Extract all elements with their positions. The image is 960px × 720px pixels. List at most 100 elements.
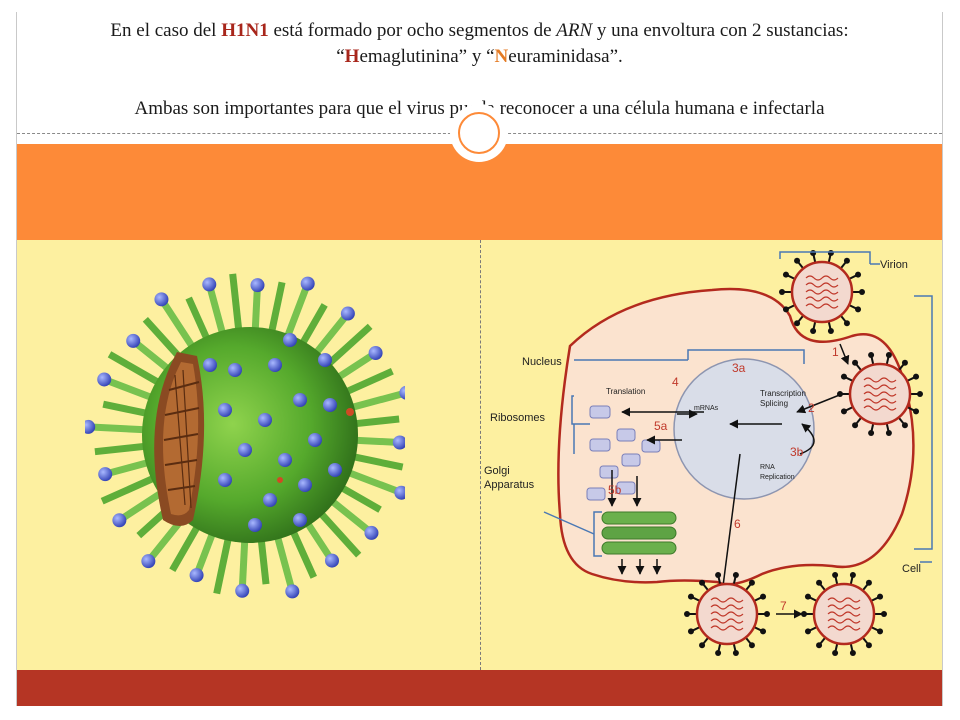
surface-protein-head bbox=[228, 363, 242, 377]
neuraminidase-head bbox=[300, 276, 315, 291]
hemagglutinin-spike bbox=[347, 452, 404, 471]
label-mrnas: mRNAs bbox=[694, 405, 719, 412]
surface-protein-head bbox=[218, 403, 232, 417]
virus-spikes bbox=[85, 273, 405, 599]
hemagglutinin-spike bbox=[193, 527, 218, 577]
h1n1-highlight: H1N1 bbox=[221, 20, 269, 41]
hemagglutinin-spike bbox=[213, 532, 233, 595]
neuraminidase-head bbox=[112, 513, 127, 528]
neuraminidase-head bbox=[126, 333, 141, 348]
cycle-svg: Virion Nucleus Ribosomes Golgi Apparatus… bbox=[484, 250, 933, 656]
surface-protein-head bbox=[218, 473, 232, 487]
hemagglutinin-spike bbox=[131, 338, 175, 375]
circle-badge bbox=[450, 104, 508, 162]
hemagglutinin-spike bbox=[88, 423, 151, 434]
neuraminidase-head bbox=[368, 346, 383, 361]
step-7: 7 bbox=[780, 599, 787, 613]
label-nucleus: Nucleus bbox=[522, 356, 562, 368]
virus-surface-proteins bbox=[203, 333, 342, 532]
neuraminidase-head bbox=[250, 278, 265, 293]
surface-protein-head bbox=[283, 333, 297, 347]
hemaglutinina-initial: H bbox=[344, 46, 360, 67]
ribosomes bbox=[586, 405, 661, 501]
hemagglutinin-spike bbox=[345, 389, 405, 413]
step-3a: 3a bbox=[732, 361, 746, 375]
panel-divider bbox=[480, 240, 481, 670]
hemagglutinin-spike bbox=[169, 519, 204, 573]
intro-text-b: está formado por ocho segmentos de bbox=[268, 20, 557, 41]
hemagglutinin-spike bbox=[282, 282, 311, 343]
process-arrows bbox=[607, 343, 850, 619]
label-golgi-apparatus: Apparatus bbox=[484, 479, 535, 491]
hemagglutinin-spike bbox=[267, 281, 286, 338]
neuraminidase-head bbox=[285, 584, 300, 599]
neuraminidase-head bbox=[85, 419, 96, 434]
nucleus bbox=[673, 358, 815, 500]
hemagglutinin-spike bbox=[301, 516, 335, 563]
neuraminidase-head bbox=[202, 277, 217, 292]
surface-protein-head bbox=[248, 518, 262, 532]
virus-svg bbox=[85, 273, 405, 599]
hemagglutinin-spike bbox=[158, 297, 199, 354]
replication-cycle-diagram: Virion Nucleus Ribosomes Golgi Apparatus… bbox=[482, 244, 942, 668]
golgi-apparatus bbox=[601, 511, 677, 555]
intro-line-1: En el caso del H1N1 está formado por och… bbox=[17, 20, 942, 42]
step-4: 4 bbox=[672, 375, 679, 389]
hemagglutinin-spike bbox=[102, 376, 158, 403]
neuraminidase-head bbox=[97, 372, 112, 387]
surface-protein-head bbox=[293, 393, 307, 407]
label-replication: Replication bbox=[760, 474, 795, 481]
label-transcription: Transcription bbox=[760, 389, 806, 398]
label-golgi: Golgi bbox=[484, 465, 510, 477]
arn-italic: ARN bbox=[556, 20, 593, 41]
neuraminidase-head bbox=[154, 292, 169, 307]
virion-particles bbox=[684, 250, 923, 656]
label-ribosomes: Ribosomes bbox=[490, 412, 546, 424]
neuraminidase-head bbox=[189, 568, 204, 583]
surface-protein-head bbox=[263, 493, 277, 507]
hemaglutinina-rest: emaglutinina bbox=[359, 46, 459, 67]
surface-protein-head bbox=[298, 478, 312, 492]
surface-protein-head bbox=[318, 353, 332, 367]
rna-segment-dot bbox=[277, 477, 283, 483]
neuraminidase-head bbox=[324, 553, 339, 568]
step-5b: 5b bbox=[608, 483, 622, 497]
neuraminidase-head bbox=[141, 554, 156, 569]
intro-line-2: “Hemaglutinina” y “Neuraminidasa”. bbox=[17, 46, 942, 68]
neuraminidase-head bbox=[394, 485, 405, 500]
quote-open: “ bbox=[336, 46, 345, 67]
surface-protein-head bbox=[203, 358, 217, 372]
label-splicing: Splicing bbox=[760, 399, 788, 408]
hemagglutinin-spike bbox=[238, 534, 249, 591]
quote-middle: ” y “ bbox=[458, 46, 495, 67]
hemagglutinin-spike bbox=[229, 273, 243, 336]
hemagglutinin-spike bbox=[349, 415, 400, 428]
surface-protein-head bbox=[308, 433, 322, 447]
quote-close: ”. bbox=[609, 46, 623, 67]
surface-protein-head bbox=[328, 463, 342, 477]
hemagglutinin-spike bbox=[272, 530, 296, 593]
step-3b: 3b bbox=[790, 445, 804, 459]
step-5a: 5a bbox=[654, 419, 668, 433]
hemagglutinin-spike bbox=[205, 283, 228, 340]
hemagglutinin-spike bbox=[185, 296, 213, 346]
hemagglutinin-spike bbox=[349, 436, 400, 446]
hemagglutinin-spike bbox=[325, 495, 374, 536]
virion bbox=[684, 572, 770, 656]
surface-protein-head bbox=[323, 398, 337, 412]
circle-badge-ring bbox=[458, 112, 500, 154]
surface-protein-head bbox=[278, 453, 292, 467]
neuraminidase-head bbox=[364, 525, 379, 540]
label-cell: Cell bbox=[902, 563, 921, 575]
hemagglutinin-spike bbox=[342, 467, 403, 496]
neuraminidase-head bbox=[235, 583, 250, 598]
neuraminidase-head bbox=[340, 306, 355, 321]
label-virion: Virion bbox=[880, 259, 908, 271]
hemagglutinin-spike bbox=[104, 457, 155, 478]
neuraminidase-head bbox=[98, 467, 113, 482]
step-2: 2 bbox=[808, 401, 815, 415]
hemagglutinin-spike bbox=[251, 285, 261, 336]
step-6: 6 bbox=[734, 517, 741, 531]
hemagglutinin-spike bbox=[331, 350, 378, 384]
label-brackets bbox=[543, 251, 933, 563]
